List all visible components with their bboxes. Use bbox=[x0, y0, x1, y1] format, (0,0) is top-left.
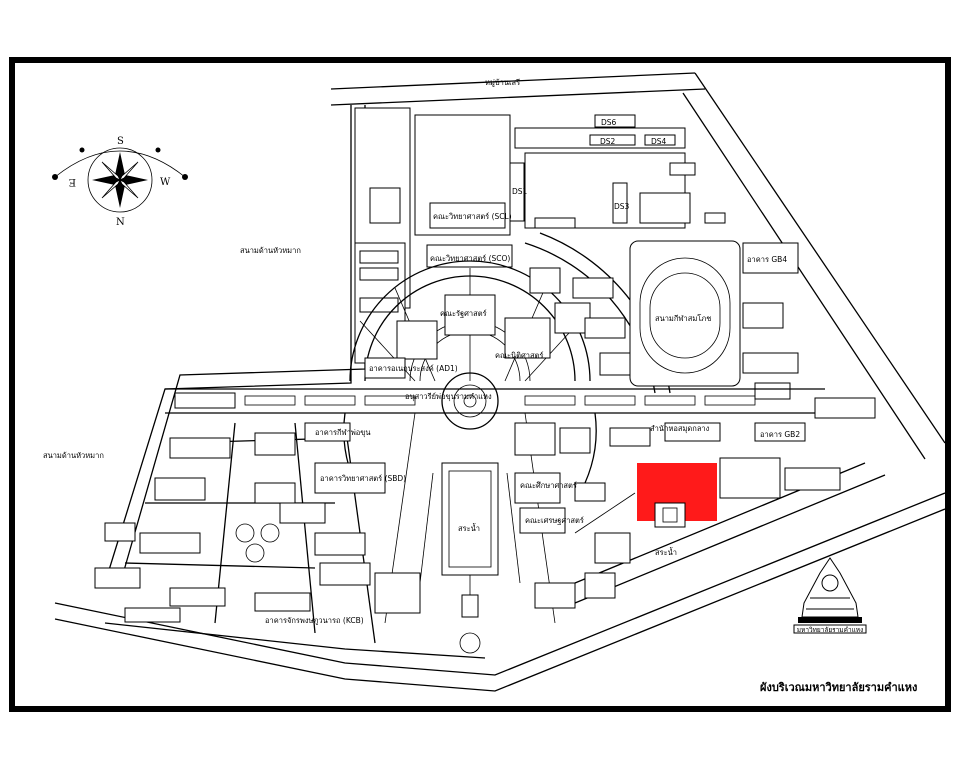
boulevard bbox=[165, 388, 825, 414]
compass-w: W bbox=[160, 177, 171, 188]
label-stadium: สนามกีฬาสมโภช bbox=[655, 314, 711, 323]
seal-caption: มหาวิทยาลัยรามคำแหง bbox=[797, 626, 863, 634]
label-faculty-eco: คณะเศรษฐศาสตร์ bbox=[525, 516, 584, 525]
label-sco: คณะวิทยาศาสตร์ (SCO) bbox=[430, 254, 510, 263]
label-ds6: DS6 bbox=[601, 118, 617, 127]
label-gym: อาคารกีฬาพ่อขุน bbox=[315, 428, 371, 437]
label-faculty-pol: คณะรัฐศาสตร์ bbox=[440, 309, 487, 318]
highlighted-building[interactable] bbox=[637, 463, 717, 528]
label-ds1: DS1 bbox=[512, 187, 528, 196]
label-ds2: DS2 bbox=[600, 137, 616, 146]
stadium bbox=[629, 240, 799, 400]
label-pond2: สระน้ำ bbox=[655, 547, 677, 557]
southwest-district bbox=[94, 422, 421, 644]
monument-plaza-north bbox=[349, 260, 591, 382]
label-gb4: อาคาร GB4 bbox=[747, 255, 787, 264]
label-gb2: อาคาร GB2 bbox=[760, 430, 800, 439]
label-sbd: อาคารวิทยาศาสตร์ (SBD) bbox=[320, 474, 406, 483]
label-ds4: DS4 bbox=[651, 137, 667, 146]
university-seal: มหาวิทยาลัยรามคำแหง bbox=[793, 557, 867, 634]
compass-s: S bbox=[117, 136, 124, 147]
map-frame: S N E W มหาวิทยาลัยรามคำแหง หมู่บ้านเสรี… bbox=[9, 57, 951, 712]
label-library: สำนักหอสมุดกลาง bbox=[650, 424, 710, 433]
label-parking2: สนามด้านหัวหมาก bbox=[43, 451, 104, 460]
label-ad1: อาคารอเนกประสงค์ (AD1) bbox=[369, 364, 458, 373]
campus-map[interactable]: S N E W มหาวิทยาลัยรามคำแหง หมู่บ้านเสรี… bbox=[15, 63, 945, 706]
compass-n: N bbox=[116, 217, 125, 228]
compass-e: E bbox=[69, 176, 76, 187]
monument-plaza-south bbox=[343, 412, 651, 654]
label-monument: อนุสาวรีย์พ่อขุนรามคำแหง bbox=[405, 392, 492, 401]
map-title: ผังบริเวณมหาวิทยาลัยรามคำแหง bbox=[760, 681, 917, 694]
monument-circle[interactable] bbox=[441, 372, 499, 430]
label-scl: คณะวิทยาศาสตร์ (SCL) bbox=[433, 212, 512, 221]
label-faculty-edu: คณะศึกษาศาสตร์ bbox=[520, 481, 577, 490]
label-kcb: อาคารจักรพงษภูวนารถ (KCB) bbox=[265, 616, 364, 625]
compass-rose: S N E W bbox=[52, 136, 188, 228]
label-faculty-law: คณะนิติศาสตร์ bbox=[495, 351, 543, 360]
label-ds3: DS3 bbox=[614, 202, 630, 211]
label-top-road: หมู่บ้านเสรี bbox=[485, 78, 520, 87]
label-pond: สระน้ำ bbox=[458, 523, 480, 533]
east-district bbox=[574, 397, 876, 599]
label-parking: สนามด้านหัวหมาก bbox=[240, 246, 301, 255]
map-labels: หมู่บ้านเสรี DS6 DS2 DS4 DS1 DS3 คณะวิทย… bbox=[43, 78, 800, 625]
